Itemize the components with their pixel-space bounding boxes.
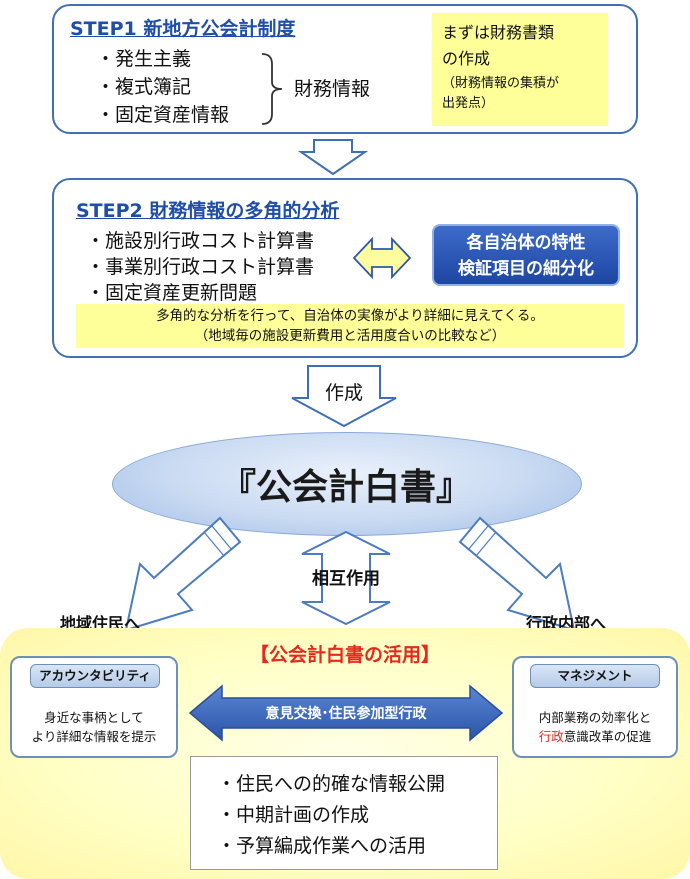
card-line: 内部業務の効率化と	[538, 710, 652, 725]
note-line: の作成	[442, 49, 491, 68]
card-line: 身近な事柄として	[44, 710, 144, 725]
step1-item: ・発生主義	[96, 48, 192, 70]
exchange-label: 意見交換･住民参加型行政	[265, 706, 427, 722]
note-line: （地域毎の施設更新費用と活用度合いの比較など）	[194, 328, 506, 344]
note-line: （財務情報の集積が	[442, 76, 560, 91]
right-brace-icon	[261, 53, 283, 125]
down-arrow-icon	[298, 139, 368, 176]
create-arrow	[291, 365, 397, 428]
step2-item: ・事業別行政コスト計算書	[86, 256, 315, 278]
white-paper-title: 『公会計白書』	[219, 467, 472, 508]
step2-note: 多角的な分析を行って、自治体の実像がより詳細に見えてくる。 （地域毎の施設更新費…	[76, 304, 624, 348]
management-text: 内部業務の効率化と 行政意識改革の促進	[514, 708, 676, 746]
exchange-arrow	[188, 684, 504, 742]
utilization-bullet: ・予算編成作業への活用	[217, 835, 427, 857]
left-diagonal-arrow	[124, 516, 242, 632]
white-paper-ellipse	[112, 432, 582, 536]
step1-item: ・固定資産情報	[96, 104, 230, 126]
right-diagonal-arrow	[458, 516, 576, 632]
step1-note: まずは財務書類 の作成 （財務情報の集積が 出発点）	[432, 13, 608, 126]
card-line: より詳細な情報を提示	[31, 729, 157, 744]
blue-line: 各自治体の特性	[466, 233, 586, 253]
interaction-arrow	[301, 530, 391, 626]
interaction-label: 相互作用	[312, 569, 380, 589]
step2-item: ・施設別行政コスト計算書	[86, 230, 315, 252]
financial-info-label: 財務情報	[294, 78, 371, 100]
utilization-bullet: ・中期計画の作成	[217, 804, 370, 826]
card-text: 意識改革の促進	[563, 729, 652, 744]
utilization-title: 【公会計白書の活用】	[249, 644, 440, 666]
utilization-bullet: ・住民への的確な情報公開	[217, 773, 446, 795]
step2-item: ・固定資産更新問題	[86, 282, 258, 304]
note-line: 多角的な分析を行って、自治体の実像がより詳細に見えてくる。	[156, 308, 544, 324]
step1-item: ・複式簿記	[96, 76, 192, 98]
management-heading: マネジメント	[530, 664, 660, 688]
analysis-criteria-box: 各自治体の特性 検証項目の細分化	[432, 224, 620, 286]
accountability-heading: アカウンタビリティ	[30, 664, 160, 688]
step1-title: STEP1 新地方公会計制度	[70, 18, 296, 40]
double-arrow-icon	[352, 236, 412, 280]
blue-line: 検証項目の細分化	[458, 259, 594, 279]
card-line: 行政意識改革の促進	[514, 727, 676, 746]
create-label: 作成	[324, 382, 363, 404]
note-line: まずは財務書類	[442, 23, 555, 42]
accountability-text: 身近な事柄として より詳細な情報を提示	[14, 708, 174, 746]
step2-title: STEP2 財務情報の多角的分析	[76, 200, 340, 222]
red-text: 行政	[538, 729, 564, 744]
note-line: 出発点）	[442, 96, 495, 111]
utilization-list: ・住民への的確な情報公開 ・中期計画の作成 ・予算編成作業への活用	[190, 756, 498, 870]
